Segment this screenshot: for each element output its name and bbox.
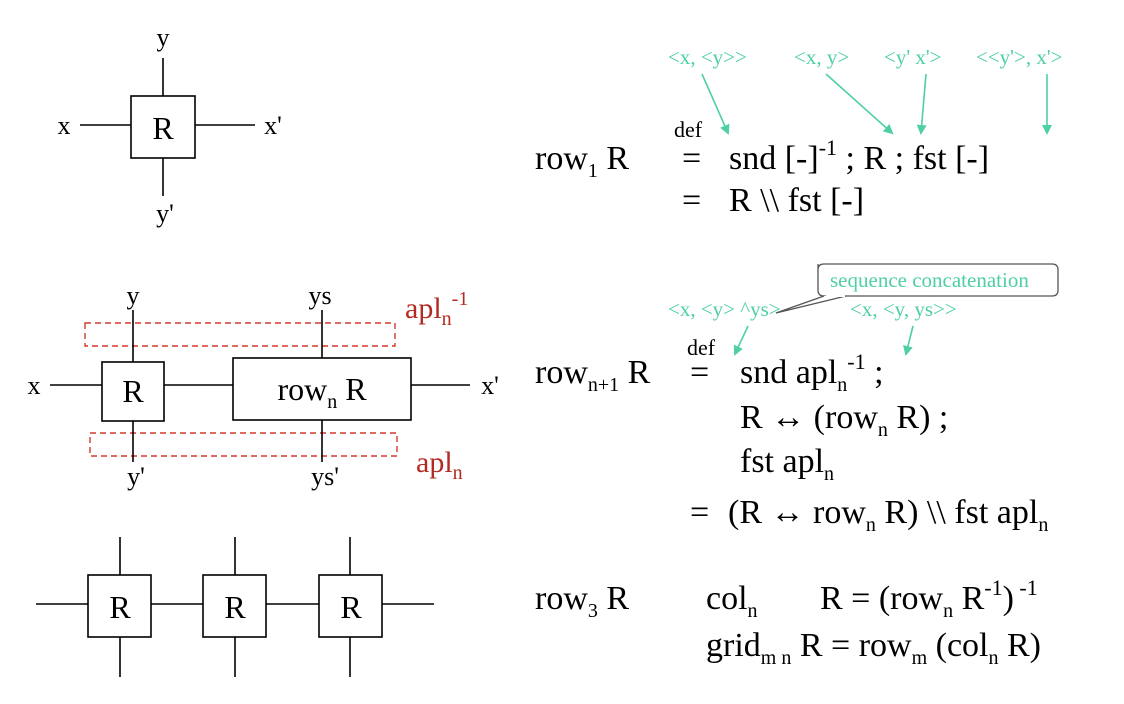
annotation-x-y: <x, y> <box>794 45 849 69</box>
def-label-1: def <box>674 117 703 142</box>
label-y-prime: y' <box>156 199 174 228</box>
row-n-plus-1-definition: def rown+1 R = snd apln-1 ; R ↔ (rown R)… <box>535 335 1048 536</box>
apl-inverse-region <box>84 322 396 347</box>
apl-region <box>89 432 398 457</box>
callout-pointer <box>775 295 847 314</box>
def-label-2: def <box>687 335 716 360</box>
row3-diagram: R R R <box>36 537 434 677</box>
row1-rhs-line1: snd [-]-1 ; R ; fst [-] <box>729 135 989 177</box>
type-annotations-top: <x, <y>> <x, y> <y' x'> <<y'>, x'> <box>668 45 1062 135</box>
row-recursive-diagram: R rown R y ys x x' y' ys' apln-1 apln <box>28 281 499 491</box>
apl-inverse-label: apln-1 <box>405 288 468 330</box>
arrow-2 <box>825 73 894 135</box>
row3-box-2 <box>202 574 267 638</box>
row3-box-3 <box>318 574 383 638</box>
type-annotations-mid: <x, <y> ^ys> <x, <y, ys>> <box>668 297 957 356</box>
row-n1-rhs-line4: (R ↔ rown R) \\ fst apln <box>728 494 1048 536</box>
label-x: x <box>58 111 71 140</box>
row-n1-eq-sign-2: = <box>690 494 709 531</box>
r-box-label: R <box>122 373 144 409</box>
apl-label: apln <box>416 446 463 484</box>
label-x-prime: x' <box>264 111 282 140</box>
row1-rhs-line2: R \\ fst [-] <box>729 182 864 219</box>
label-x-prime: x' <box>481 371 499 400</box>
label-x: x <box>28 371 41 400</box>
row3-box-1-label: R <box>109 589 131 625</box>
row1-definition: def row1 R = snd [-]-1 ; R ; fst [-] = R… <box>535 117 989 219</box>
arrow-mid-1 <box>733 325 749 356</box>
col-lhs: coln <box>706 580 758 622</box>
sequence-concatenation-callout: sequence concatenation <box>775 263 1059 314</box>
arrow-3 <box>916 73 927 135</box>
callout-text: sequence concatenation <box>830 268 1029 292</box>
row-n1-rhs-line1: snd apln-1 ; <box>740 349 884 396</box>
grid-definition: gridm n R = rowm (coln R) <box>706 627 1041 669</box>
row-n1-eq-sign: = <box>690 354 709 391</box>
label-ys-prime: ys' <box>311 462 339 491</box>
col-rhs: R = (rown R-1) -1 <box>820 575 1038 622</box>
cell-box <box>130 95 196 159</box>
single-cell-diagram: R y x x' y' <box>58 23 282 228</box>
annotation-x-y-nested: <x, <y>> <box>668 45 747 69</box>
row-n-box-label: rown R <box>277 371 367 413</box>
callout-box <box>817 263 1059 297</box>
label-y: y <box>157 23 170 52</box>
col-grid-definitions: row3 R coln R = (rown R-1) -1 gridm n R … <box>535 575 1041 669</box>
arrow-1 <box>701 73 730 135</box>
annotation-yp-xp: <y' x'> <box>884 45 942 69</box>
row3-caption: row3 R <box>535 580 629 622</box>
label-y-prime: y' <box>127 462 145 491</box>
row-n1-rhs-line2: R ↔ (rown R) ; <box>740 399 948 441</box>
annotation-x-y-concat-ys: <x, <y> ^ys> <box>668 297 781 321</box>
annotation-yp-nested-xp: <<y'>, x'> <box>976 45 1062 69</box>
row3-box-1 <box>87 574 152 638</box>
row-n1-rhs-line3: fst apln <box>740 443 834 485</box>
row-n1-lhs: rown+1 R <box>535 354 651 396</box>
row-n-box <box>232 357 412 421</box>
arrow-mid-2 <box>903 325 914 356</box>
row1-eq-sign: = <box>682 140 701 177</box>
annotation-x-y-ys: <x, <y, ys>> <box>850 297 957 321</box>
row3-box-2-label: R <box>224 589 246 625</box>
cell-label: R <box>152 110 174 146</box>
r-box <box>101 361 165 422</box>
row1-lhs: row1 R <box>535 140 629 182</box>
row3-box-3-label: R <box>340 589 362 625</box>
label-ys: ys <box>308 281 331 310</box>
row1-eq-sign-2: = <box>682 182 701 219</box>
label-y: y <box>127 281 140 310</box>
